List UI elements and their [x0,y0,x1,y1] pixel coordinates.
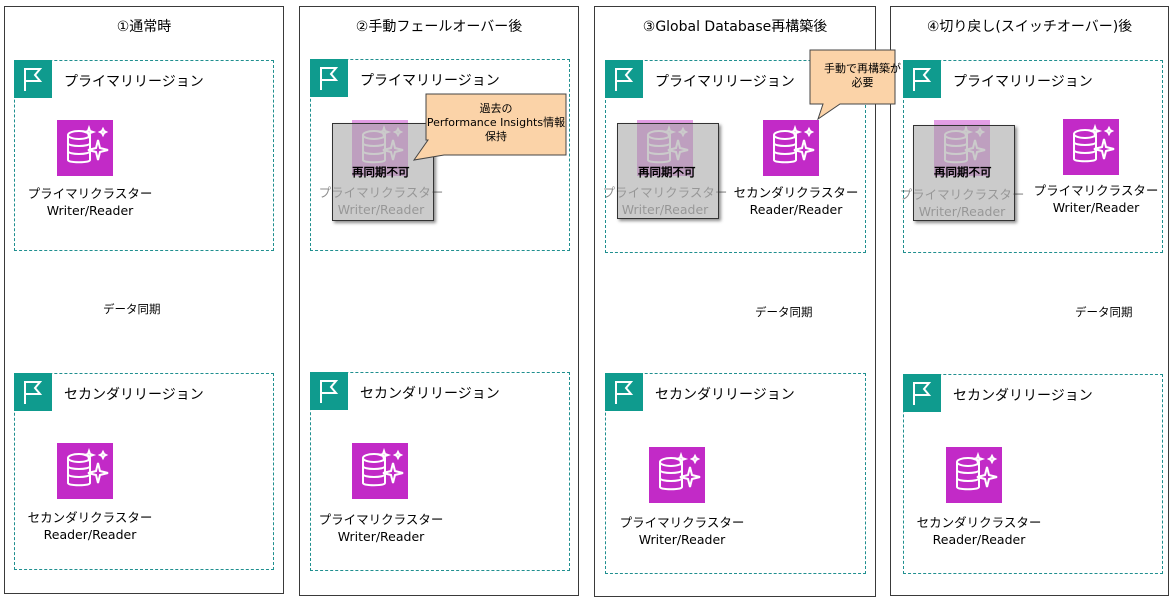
cluster-role: Reader/Reader [43,527,137,542]
resync-unavailable-label: 再同期不可 [934,165,992,179]
callout-line: 手動で再構築が [824,62,901,75]
callout-pi-text: 過去の Performance Insights情報 保持 [426,102,566,144]
resync-unavailable-label: 再同期不可 [352,165,410,179]
primary-region: プライマリリージョン [903,60,1163,253]
callout-line: 過去の [479,102,513,115]
sync-label: データ同期 [1075,305,1133,319]
unsyncable-overlay [913,125,1015,221]
flag-icon [310,372,348,410]
cluster-name: プライマリクラスター [318,512,444,527]
cluster-role: Writer/Reader [1052,200,1140,215]
cluster-name: プライマリクラスター [1033,183,1159,198]
cluster-role: Writer/Reader [337,529,425,544]
region-label: セカンダリリージョン [953,388,1093,404]
cluster-name: プライマリクラスター [619,515,745,530]
panel-switchback: ④切り戻し(スイッチオーバー)後 プライマリリージョン プライマリクラスター W… [890,6,1169,596]
callout-line: 保持 [485,130,507,143]
panel-global-db-rebuilt: ③Global Database再構築後 プライマリリージョン プライマリクラス… [594,6,876,597]
primary-region: プライマリリージョン [14,60,274,251]
flag-icon [903,374,941,412]
cluster-role: Reader/Reader [932,532,1026,547]
aurora-db-icon [763,120,819,176]
region-label: プライマリリージョン [64,74,204,90]
resync-unavailable-label: 再同期不可 [638,165,696,179]
sync-label: データ同期 [755,305,813,319]
region-label: セカンダリリージョン [360,386,500,402]
flag-icon [14,60,52,98]
aurora-db-icon [57,120,113,176]
aurora-db-icon [649,447,705,503]
panel-title: ①通常時 [116,19,172,35]
flag-icon [310,59,348,97]
callout-line: 必要 [851,76,874,89]
cluster-name: セカンダリクラスター [733,185,859,200]
cluster-role: Writer/Reader [638,532,726,547]
callout-rebuild-text: 手動で再構築が 必要 [810,62,915,90]
flag-icon [605,60,643,98]
cluster-name: プライマリクラスター [27,186,153,201]
cluster-role: Reader/Reader [749,202,843,217]
panel-title: ④切り戻し(スイッチオーバー)後 [926,19,1133,35]
cluster-name: セカンダリクラスター [27,510,153,525]
cluster-name: セカンダリクラスター [916,515,1042,530]
primary-region: プライマリリージョン [605,60,866,253]
panel-title: ③Global Database再構築後 [642,19,828,35]
region-label: プライマリリージョン [360,73,500,89]
region-label: プライマリリージョン [953,74,1093,90]
secondary-region: セカンダリリージョン [310,372,570,571]
aurora-db-icon [352,443,408,499]
panel-title: ②手動フェールオーバー後 [355,19,523,35]
flag-icon [903,60,941,98]
cluster-role: Writer/Reader [46,203,134,218]
region-label: プライマリリージョン [655,74,795,90]
aurora-db-icon [57,443,113,499]
panel-normal: ①通常時 プライマリリージョン プライマリクラスター Writer/Reader… [4,6,284,594]
region-label: セカンダリリージョン [655,387,795,403]
secondary-region: セカンダリリージョン [605,373,866,574]
flag-icon [605,373,643,411]
flag-icon [14,373,52,411]
region-label: セカンダリリージョン [64,387,204,403]
secondary-region: セカンダリリージョン [14,373,274,570]
aurora-db-icon [1063,119,1119,175]
primary-region: プライマリリージョン [310,59,570,251]
aurora-db-icon [946,447,1002,503]
callout-line: Performance Insights情報 [426,116,566,129]
sync-label: データ同期 [103,302,161,316]
panel-manual-failover: ②手動フェールオーバー後 プライマリリージョン プライマリクラスター Write… [299,6,579,596]
unsyncable-overlay [617,123,719,219]
secondary-region: セカンダリリージョン [903,374,1163,574]
